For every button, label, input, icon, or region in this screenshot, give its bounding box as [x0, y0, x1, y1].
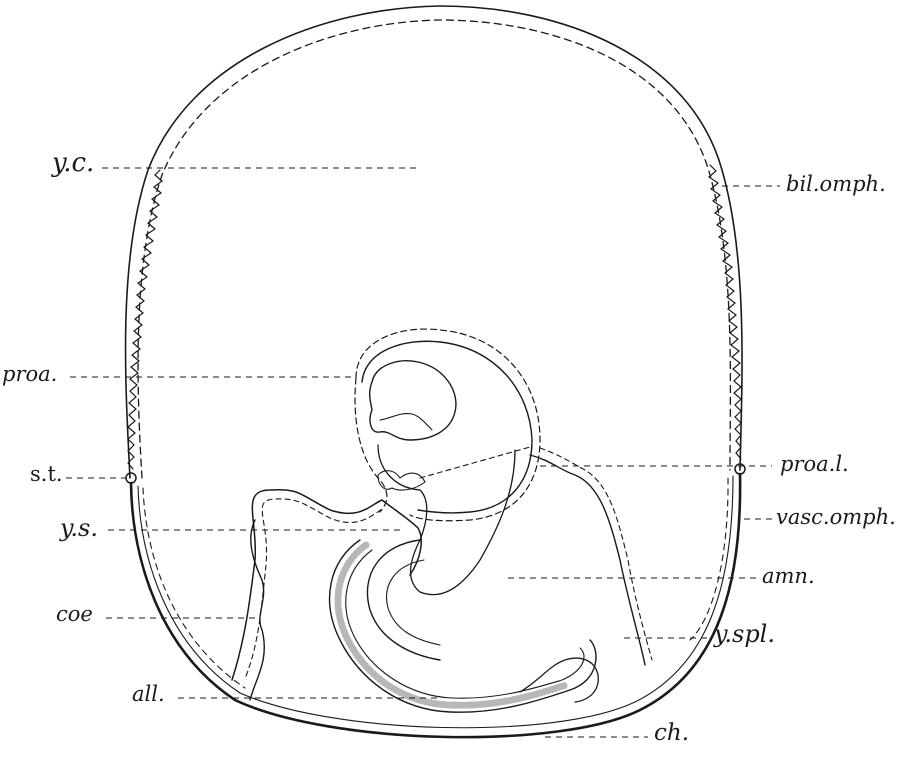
yolk-splanchnopleure-right: [530, 455, 645, 665]
yolk-stalk-left-dash: [246, 499, 384, 676]
label-st: s.t.: [30, 464, 63, 485]
amnion-left-dashed: [355, 378, 387, 512]
label-ch: ch.: [654, 722, 689, 745]
label-coe: coe: [56, 604, 93, 625]
outer-egg-outline: [126, 6, 743, 478]
embryo-tail-inner: [387, 560, 440, 645]
lower-inner-line: [138, 476, 733, 728]
label-yc: y.c.: [52, 150, 94, 176]
coelom-loop: [250, 520, 264, 700]
embryo-body: [378, 445, 515, 595]
label-proa: proa.: [2, 364, 57, 385]
yolk-stalk-left: [232, 490, 421, 680]
zigzag-left: [128, 170, 162, 469]
allantois-inner: [346, 550, 584, 698]
embryo-brain-detail: [380, 414, 432, 430]
zigzag-right: [709, 165, 741, 459]
label-amn: amn.: [762, 566, 815, 587]
sinus-terminalis-left: [126, 473, 136, 483]
label-all: all.: [132, 684, 165, 705]
label-ys: y.s.: [60, 516, 98, 540]
label-bil-omph: bil.omph.: [786, 174, 886, 195]
embryo-head: [370, 361, 456, 440]
label-y-spl: y.spl.: [714, 622, 775, 646]
label-proa-l: proa.l.: [780, 454, 849, 475]
label-vasc-omph: vasc.omph.: [776, 507, 896, 528]
inner-dashed-outline: [138, 20, 730, 478]
yolk-splanchnopleure-right-dash: [540, 448, 652, 660]
